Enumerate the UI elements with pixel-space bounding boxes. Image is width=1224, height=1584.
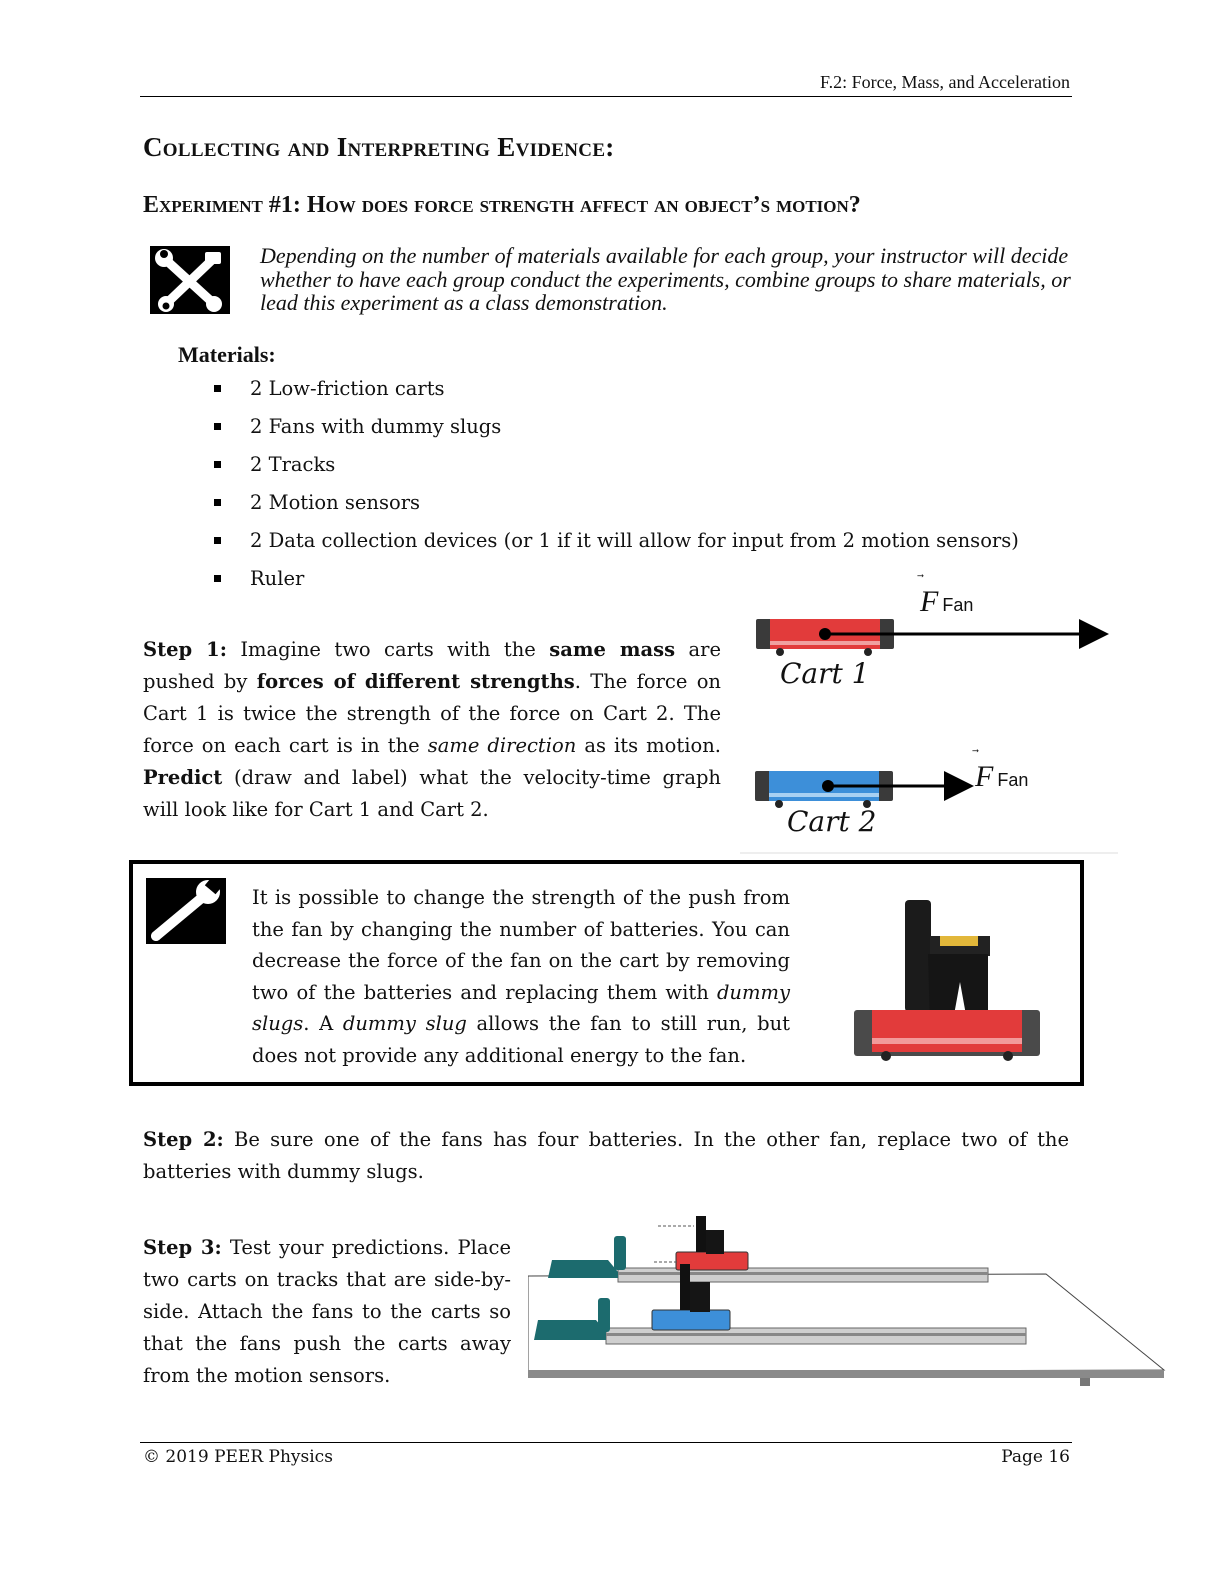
page-number: Page 16: [1001, 1447, 1070, 1467]
materials-label: Materials:: [178, 342, 276, 367]
experiment-title: Experiment #1: How does force strength a…: [143, 192, 861, 218]
step-1-text: Step 1: Imagine two carts with the same …: [143, 638, 722, 821]
section-title: Collecting and Interpreting Evidence:: [143, 132, 615, 162]
wrench-icon: [146, 877, 226, 944]
header-title: F.2: Force, Mass, and Acceleration: [820, 72, 1070, 92]
list-item: Ruler: [214, 560, 1019, 598]
footer-rule: [140, 1442, 1072, 1443]
list-item: 2 Low-friction carts: [214, 370, 1019, 408]
tip-box: [129, 860, 1084, 1086]
cart-2-label: Cart 2: [787, 805, 877, 838]
header-rule: [140, 96, 1072, 97]
cart-1: [756, 619, 894, 656]
tip-text: It is possible to change the strength of…: [252, 886, 790, 1067]
step-3-text: Step 3: Test your predictions. Place two…: [143, 1236, 511, 1387]
cart-with-fan-image: [850, 892, 1045, 1064]
cart-1-label: Cart 1: [780, 657, 870, 690]
list-item: 2 Data collection devices (or 1 if it wi…: [214, 522, 1019, 560]
list-item: 2 Motion sensors: [214, 484, 1019, 522]
footer-copyright: © 2019 PEER Physics: [143, 1447, 333, 1467]
instructor-note: Depending on the number of materials ava…: [260, 243, 1071, 315]
list-item: 2 Fans with dummy slugs: [214, 408, 1019, 446]
tools-icon: [150, 246, 230, 314]
materials-list: 2 Low-friction carts 2 Fans with dummy s…: [214, 370, 1019, 598]
tracks-setup-image: [527, 1212, 1168, 1392]
list-item: 2 Tracks: [214, 446, 1019, 484]
step-2-text: Step 2: Be sure one of the fans has four…: [143, 1128, 1070, 1183]
